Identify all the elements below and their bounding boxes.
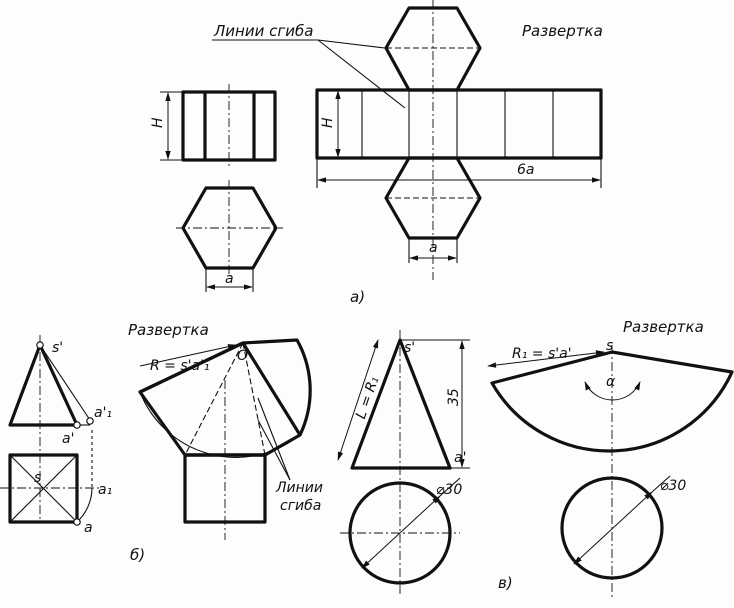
part-b-pyramid: s' a'₁ a' s a₁ a [0,321,323,564]
prism-development: a H 6a Линии сгиба Развертка [212,0,603,280]
a-label-hex-top: a [429,240,438,256]
a1-label-b: a₁ [98,482,112,498]
dim-35-label: 35 [446,388,462,406]
subfigure-b-label: б) [130,546,145,564]
r-formula-label: R = s'a'₁ [150,358,210,374]
s-prime-label: s' [52,340,63,356]
a1-prime-label: a'₁ [94,405,112,421]
d30-left-label: ⌀30 [436,482,462,498]
s-prime-label-v: s' [404,340,415,356]
part-a-hexagonal-prism: H a [150,0,603,306]
development-label-b: Развертка [128,321,209,339]
six-a-label: 6a [517,162,535,178]
alpha-label: α [606,374,616,390]
pyramid-development: Развертка R = s'a'₁ O Линии сгиба [128,321,323,540]
a-label-hex-bottom: a [225,271,234,287]
cone-front-view: 35 L = R₁ s' a' [337,330,470,595]
r1-formula-label: R₁ = s'a' [512,346,572,362]
subfigure-v-label: в) [498,574,513,592]
a-label-b: a [84,520,93,536]
prism-front-view: H [150,84,277,168]
a-prime-label-v: a' [454,450,466,466]
cone-top-view: ⌀30 [340,477,462,585]
subfigure-a-label: а) [350,288,365,306]
development-label-top: Развертка [522,22,603,40]
cone-development: Развертка R₁ = s'a' s α ⌀30 [487,318,734,600]
fold-lines-label-b-2: сгиба [280,498,321,514]
h-label-right: H [320,117,336,128]
a-prime-label: a' [62,431,74,447]
development-label-v: Развертка [623,318,704,336]
pyramid-top-view: s a₁ a [0,430,112,536]
fold-lines-label-b-1: Линии [275,480,323,496]
d30-right-label: ⌀30 [660,478,686,494]
pyramid-front-view: s' a'₁ a' [8,335,112,520]
h-label-left: H [150,117,166,128]
s-label-b: s [34,470,41,486]
o-point-label: O [237,348,248,364]
prism-top-view: a [176,180,283,292]
part-v-cone: 35 L = R₁ s' a' ⌀30 Развертка R₁ = s'a' … [337,318,734,600]
s-label-v: s [606,338,613,354]
fold-lines-label-top: Линии сгиба [213,22,313,40]
